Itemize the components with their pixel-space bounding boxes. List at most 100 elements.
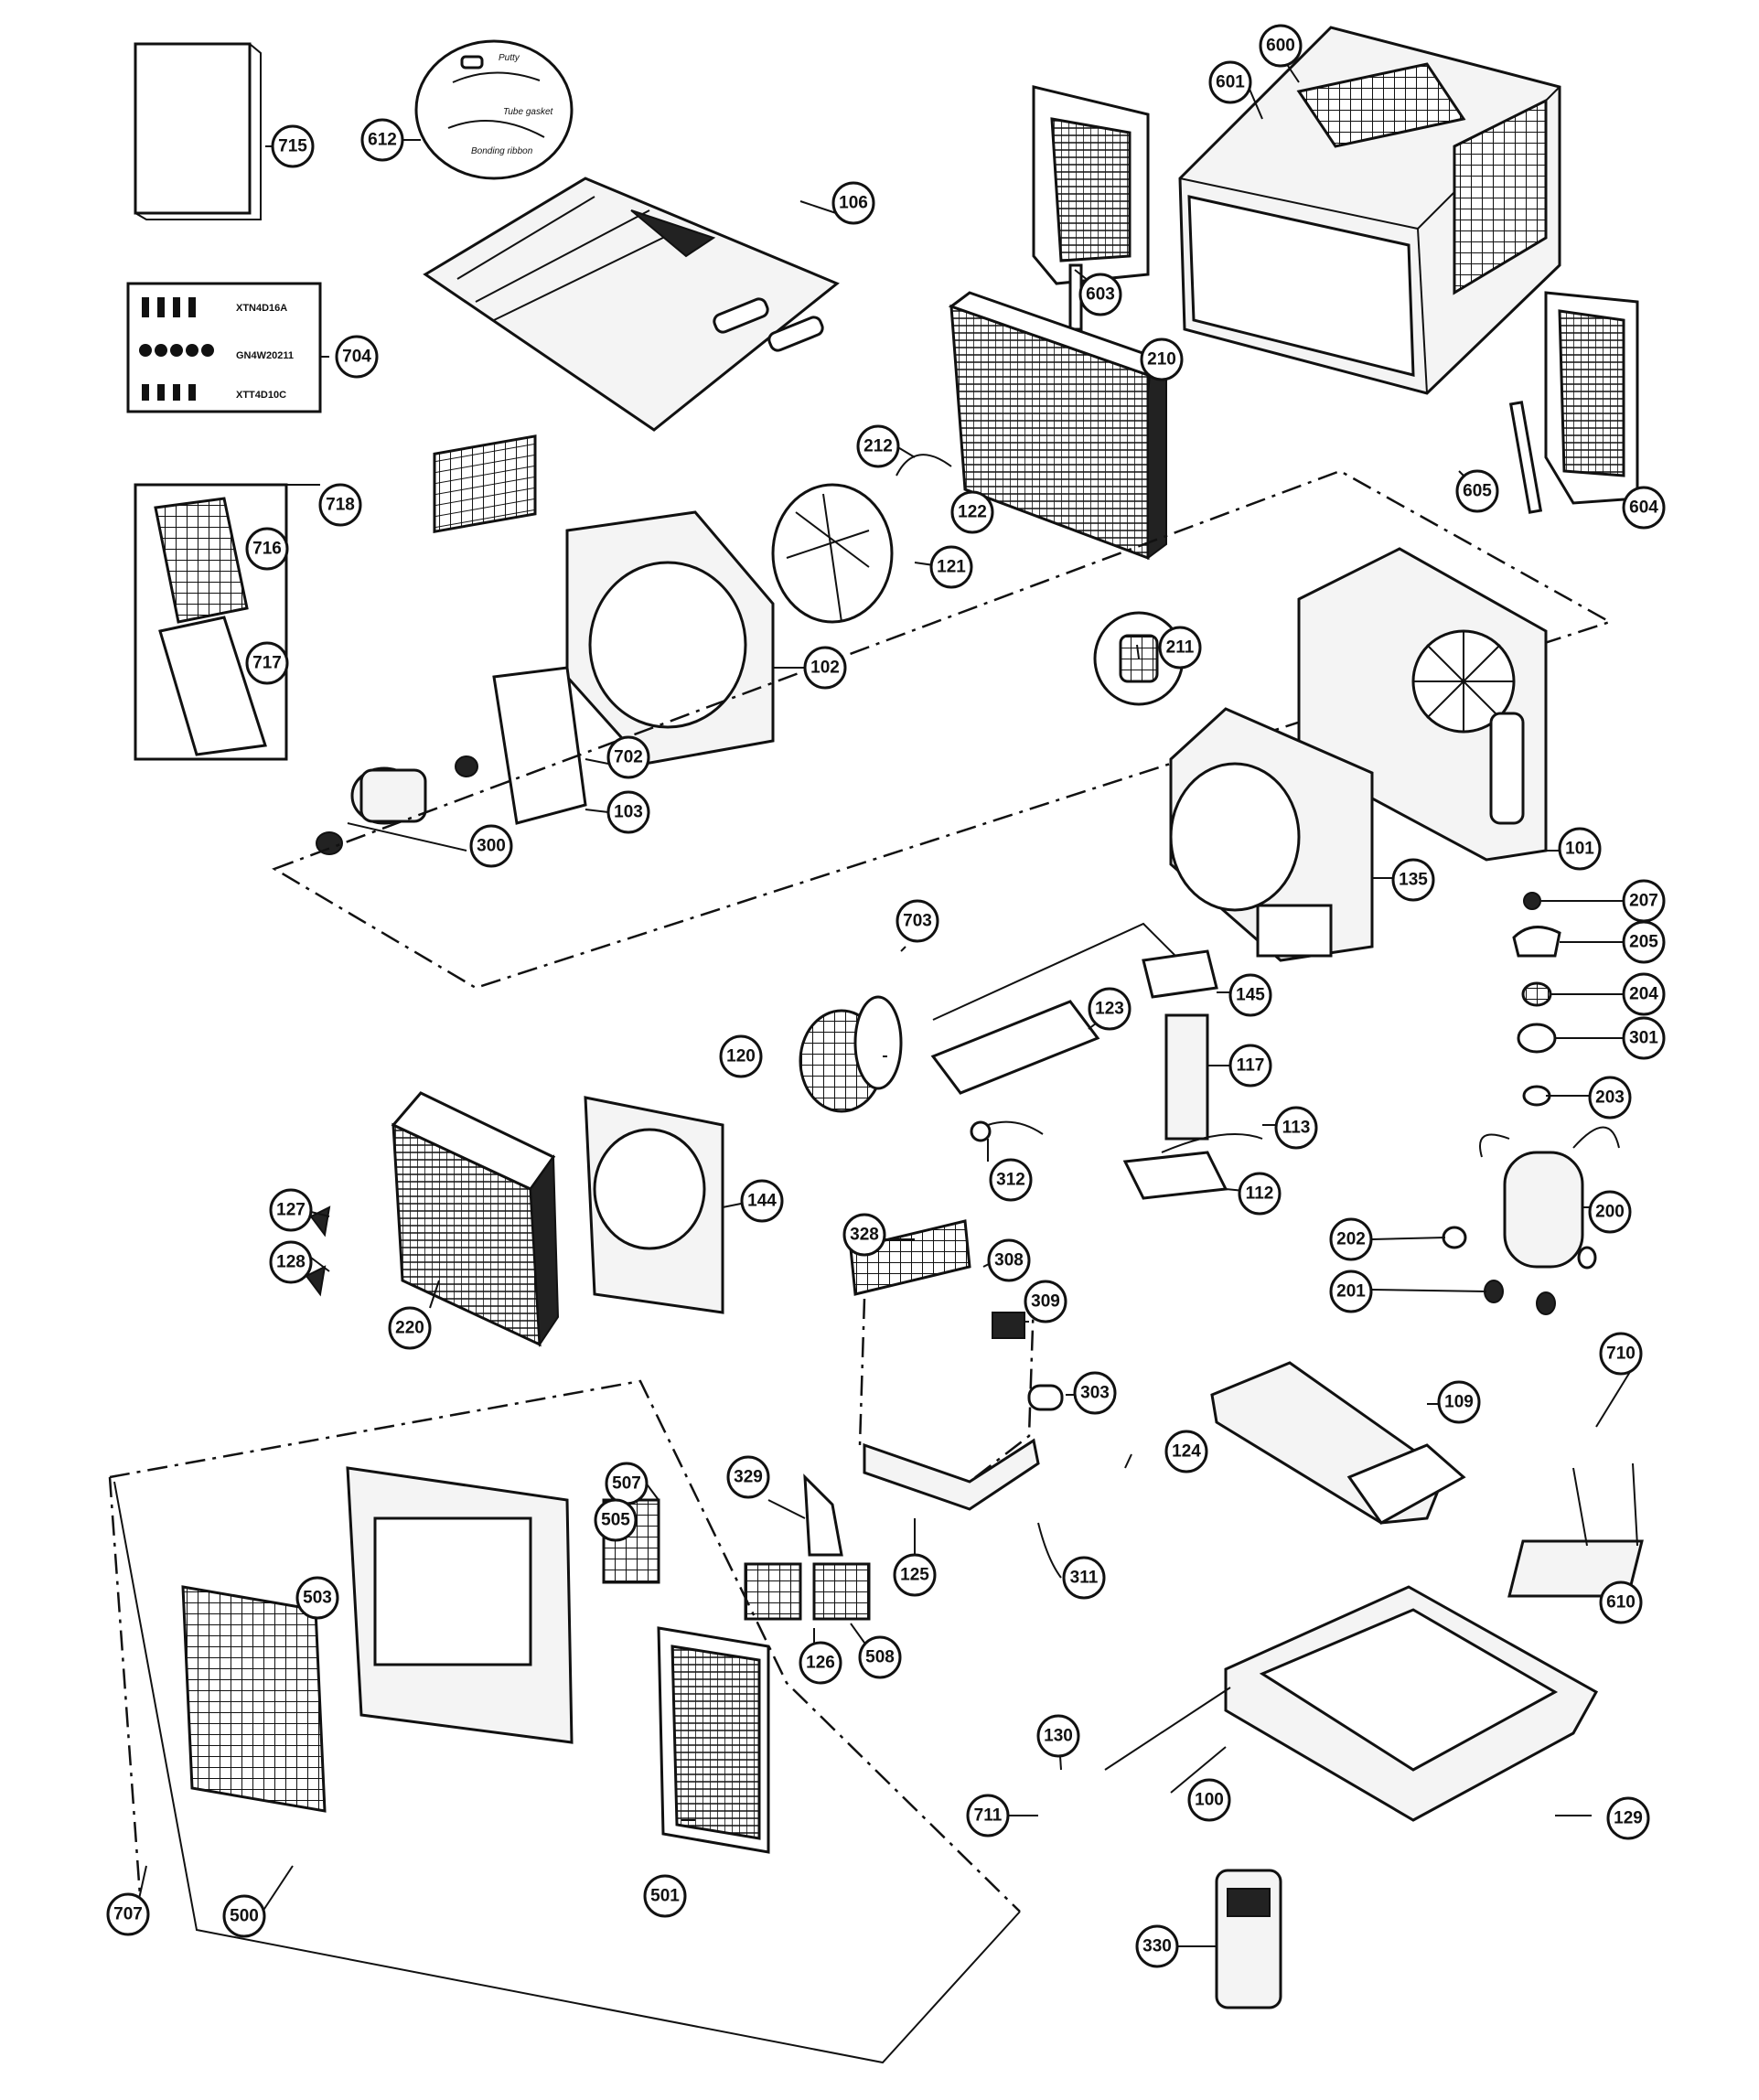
callout-329-label: 329 bbox=[734, 1468, 763, 1487]
callout-604: 604 bbox=[1622, 486, 1666, 530]
callout-711: 711 bbox=[966, 1794, 1010, 1838]
manual-booklet-icon bbox=[134, 42, 252, 215]
callout-312-label: 312 bbox=[996, 1171, 1025, 1190]
evaporator-coil bbox=[391, 1091, 560, 1348]
callout-703: 703 bbox=[896, 899, 939, 943]
accessory-kit: Putty Tube gasket Bonding ribbon bbox=[414, 39, 574, 180]
front-panel bbox=[346, 1466, 574, 1744]
screw-kit-row2: GN4W20211 bbox=[236, 350, 294, 361]
callout-507: 507 bbox=[605, 1462, 649, 1505]
callout-220-label: 220 bbox=[395, 1319, 424, 1338]
callout-717: 717 bbox=[245, 641, 289, 685]
callout-312: 312 bbox=[989, 1158, 1033, 1202]
callout-144: 144 bbox=[740, 1179, 784, 1223]
callout-718-label: 718 bbox=[326, 496, 355, 515]
outer-cabinet bbox=[1178, 26, 1561, 395]
control-box bbox=[858, 1298, 1040, 1511]
tube-gasket-label: Tube gasket bbox=[503, 107, 554, 117]
leaders bbox=[136, 54, 1652, 1947]
callout-128-label: 128 bbox=[276, 1253, 306, 1272]
callout-117-label: 117 bbox=[1237, 1056, 1265, 1076]
callout-601-label: 601 bbox=[1216, 73, 1245, 92]
right-side-panel bbox=[1508, 291, 1639, 514]
callout-505-label: 505 bbox=[601, 1511, 630, 1530]
callout-122: 122 bbox=[950, 490, 994, 534]
capacitor-303 bbox=[1027, 1384, 1064, 1411]
callout-500: 500 bbox=[222, 1894, 266, 1938]
callout-103-label: 103 bbox=[614, 803, 643, 822]
callout-508: 508 bbox=[858, 1635, 902, 1679]
callout-207: 207 bbox=[1622, 879, 1666, 923]
callout-503: 503 bbox=[295, 1576, 339, 1620]
grille-508 bbox=[812, 1562, 871, 1621]
callout-508-label: 508 bbox=[865, 1648, 895, 1667]
fan-motor bbox=[316, 755, 478, 855]
callout-704: 704 bbox=[335, 335, 379, 379]
callout-309: 309 bbox=[1024, 1280, 1067, 1323]
callout-711-label: 711 bbox=[974, 1806, 1003, 1826]
callout-145-label: 145 bbox=[1236, 986, 1265, 1005]
callout-716: 716 bbox=[245, 527, 289, 571]
callout-610-label: 610 bbox=[1606, 1593, 1636, 1612]
callout-101: 101 bbox=[1558, 827, 1602, 871]
base-pan bbox=[1224, 1585, 1599, 1822]
bracket-610 bbox=[1507, 1462, 1644, 1598]
motor-bracket bbox=[492, 666, 587, 825]
callout-121: 121 bbox=[929, 545, 973, 589]
callout-311-label: 311 bbox=[1070, 1569, 1099, 1588]
callout-200: 200 bbox=[1588, 1190, 1632, 1234]
callout-600-label: 600 bbox=[1266, 37, 1295, 56]
fan-shroud bbox=[565, 510, 775, 766]
callout-101-label: 101 bbox=[1565, 840, 1594, 859]
outdoor-section-outline bbox=[272, 469, 1614, 990]
blower-axis bbox=[932, 922, 1181, 1021]
drain-tray bbox=[1210, 1361, 1466, 1525]
callout-145: 145 bbox=[1228, 973, 1272, 1017]
condenser-coil bbox=[948, 291, 1170, 561]
callout-612: 612 bbox=[360, 118, 404, 162]
callout-123-label: 123 bbox=[1095, 1000, 1124, 1019]
callout-124-label: 124 bbox=[1172, 1442, 1201, 1462]
callout-203: 203 bbox=[1588, 1076, 1632, 1120]
putty-label: Putty bbox=[499, 53, 520, 63]
bracket-329 bbox=[803, 1473, 843, 1557]
control-board bbox=[849, 1219, 971, 1296]
callout-710-label: 710 bbox=[1606, 1345, 1636, 1364]
relay-309 bbox=[992, 1312, 1025, 1339]
callout-308: 308 bbox=[987, 1238, 1031, 1282]
callout-205: 205 bbox=[1622, 920, 1666, 964]
callout-212: 212 bbox=[856, 424, 900, 468]
filter-kit bbox=[134, 483, 288, 761]
callout-211-label: 211 bbox=[1166, 638, 1195, 658]
callout-106-label: 106 bbox=[839, 194, 868, 213]
callout-703-label: 703 bbox=[903, 912, 932, 931]
callout-125-label: 125 bbox=[900, 1566, 929, 1585]
assembly-outline bbox=[113, 1481, 1021, 2064]
electrical-box bbox=[1164, 1013, 1209, 1141]
bracket-145 bbox=[1142, 949, 1218, 999]
callout-503-label: 503 bbox=[303, 1589, 332, 1608]
callout-130-label: 130 bbox=[1044, 1727, 1073, 1746]
callout-505: 505 bbox=[594, 1498, 638, 1542]
callout-704-label: 704 bbox=[342, 348, 371, 367]
callout-129: 129 bbox=[1606, 1796, 1650, 1840]
callout-126: 126 bbox=[799, 1641, 842, 1685]
callout-501-label: 501 bbox=[650, 1887, 680, 1906]
callout-330-label: 330 bbox=[1142, 1937, 1172, 1956]
callout-205-label: 205 bbox=[1629, 933, 1658, 952]
callout-123: 123 bbox=[1088, 987, 1132, 1031]
thermistor-312 bbox=[970, 1120, 1044, 1142]
callout-103: 103 bbox=[606, 790, 650, 834]
bracket-123 bbox=[930, 1000, 1100, 1095]
callout-612-label: 612 bbox=[368, 131, 397, 150]
callout-707-label: 707 bbox=[113, 1905, 143, 1924]
manual-booklet bbox=[134, 42, 262, 220]
callout-126-label: 126 bbox=[806, 1654, 835, 1673]
callout-204: 204 bbox=[1622, 972, 1666, 1016]
front-grille-outline bbox=[108, 1379, 1021, 1922]
capillary-tube bbox=[896, 454, 952, 477]
callout-127-label: 127 bbox=[276, 1201, 306, 1220]
callout-122-label: 122 bbox=[958, 503, 987, 522]
callout-210: 210 bbox=[1140, 338, 1184, 381]
